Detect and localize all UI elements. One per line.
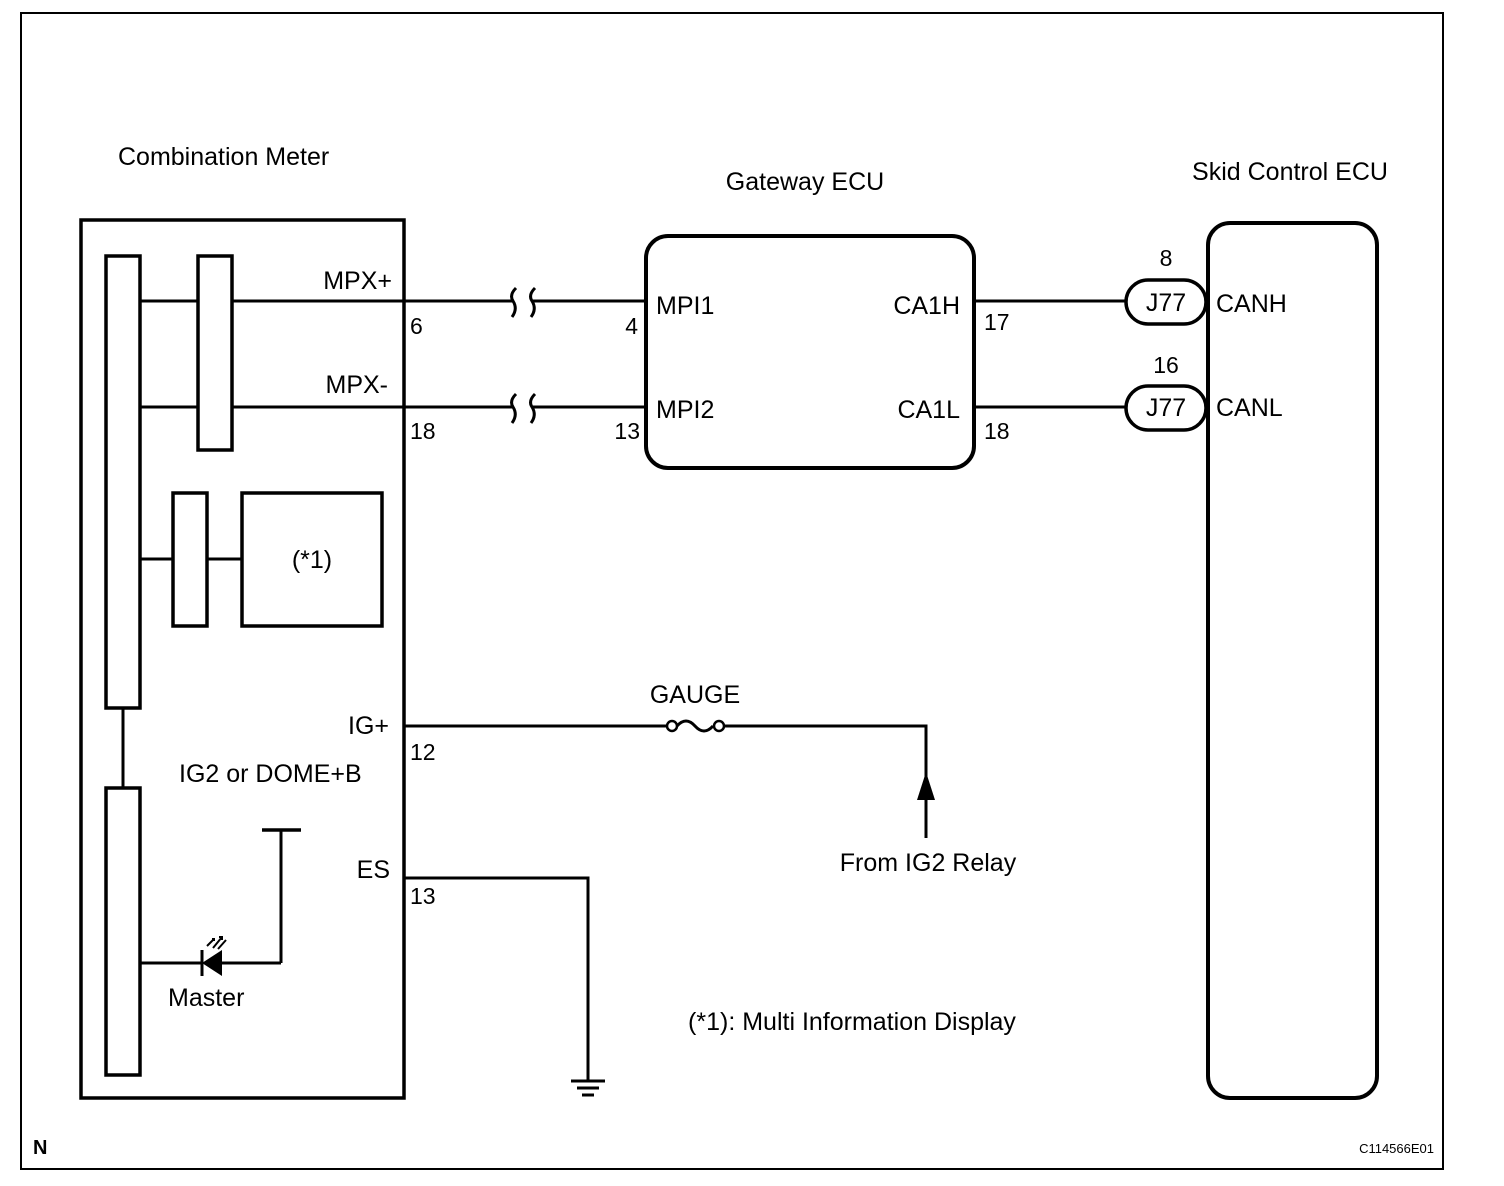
gateway-pin-mpi2: 13 bbox=[614, 418, 640, 444]
meter-cpu-bar bbox=[104, 254, 142, 710]
led-light-arrows-icon bbox=[206, 936, 227, 950]
fuse-terminal-right bbox=[712, 719, 726, 733]
gateway-ca1l-label: CA1L bbox=[897, 396, 960, 424]
ground-icon bbox=[571, 1079, 605, 1097]
gateway-pin-mpi1: 4 bbox=[625, 313, 638, 339]
diagram-frame bbox=[20, 12, 1444, 1170]
j77-label-canh: J77 bbox=[1146, 289, 1186, 317]
skid-canl-label: CANL bbox=[1216, 394, 1283, 422]
skid-pin-canl: 16 bbox=[1153, 352, 1179, 378]
mid-interface-bar bbox=[171, 491, 209, 628]
es-ground-wire bbox=[404, 876, 590, 1080]
gateway-mpi2-label: MPI2 bbox=[656, 396, 714, 424]
gateway-pin-ca1l: 18 bbox=[984, 418, 1010, 444]
meter-pin-es: 13 bbox=[410, 883, 436, 909]
master-label: Master bbox=[168, 984, 244, 1012]
gateway-mpi1-label: MPI1 bbox=[656, 292, 714, 320]
wire-break-mark bbox=[510, 392, 518, 424]
wire-break-mark bbox=[510, 286, 518, 318]
relay-feed-wire bbox=[724, 724, 928, 838]
arrow-up-icon bbox=[917, 772, 935, 800]
fuse-terminal-left bbox=[665, 719, 679, 733]
combination-meter-title: Combination Meter bbox=[118, 143, 329, 171]
gateway-pin-ca1h: 17 bbox=[984, 309, 1010, 335]
led-icon bbox=[202, 950, 222, 976]
mpx-plus-label: MPX+ bbox=[323, 267, 392, 295]
figure-id: C114566E01 bbox=[1359, 1141, 1434, 1156]
es-label: ES bbox=[357, 856, 390, 884]
power-supply-bar bbox=[104, 786, 142, 1077]
gauge-fuse-label: GAUGE bbox=[650, 681, 740, 709]
fuse-icon bbox=[675, 719, 715, 733]
skid-control-ecu-box bbox=[1206, 221, 1379, 1100]
corner-mark: N bbox=[33, 1137, 47, 1159]
meter-pin-mpx-minus: 18 bbox=[410, 418, 436, 444]
mpx-minus-label: MPX- bbox=[326, 371, 389, 399]
footnote: (*1): Multi Information Display bbox=[688, 1008, 1016, 1036]
gateway-ca1h-label: CA1H bbox=[893, 292, 960, 320]
gateway-ecu-box bbox=[644, 234, 976, 470]
ig2-dome-label: IG2 or DOME+B bbox=[179, 760, 362, 788]
ig-plus-label: IG+ bbox=[348, 712, 389, 740]
j77-label-canl: J77 bbox=[1146, 394, 1186, 422]
skid-pin-canh: 8 bbox=[1160, 245, 1173, 271]
meter-pin-mpx-plus: 6 bbox=[410, 313, 423, 339]
combination-meter-box bbox=[79, 218, 406, 1100]
gateway-ecu-title: Gateway ECU bbox=[726, 168, 884, 196]
skid-control-ecu-title: Skid Control ECU bbox=[1192, 158, 1388, 186]
meter-pin-ig-plus: 12 bbox=[410, 739, 436, 765]
skid-canh-label: CANH bbox=[1216, 290, 1287, 318]
mpx-interface-bar bbox=[196, 254, 234, 452]
ig2-relay-label: From IG2 Relay bbox=[840, 849, 1017, 877]
mid-box-label: (*1) bbox=[292, 546, 332, 574]
